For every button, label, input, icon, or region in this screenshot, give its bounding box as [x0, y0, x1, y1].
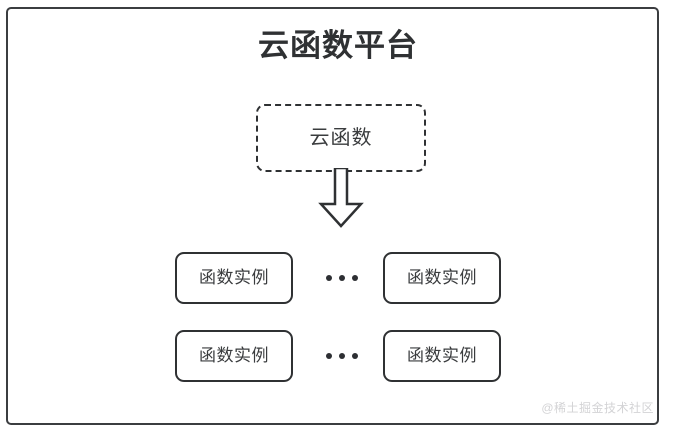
cloud-function-node-label: 云函数 — [309, 127, 373, 149]
watermark: @稀土掘金技术社区 — [541, 401, 654, 415]
function-instance-box: 函数实例 — [175, 252, 293, 304]
cloud-function-node: 云函数 — [256, 104, 426, 172]
function-instance-box: 函数实例 — [175, 330, 293, 382]
function-instance-box: 函数实例 — [383, 252, 501, 304]
ellipsis-icon — [304, 252, 380, 304]
function-instance-label: 函数实例 — [199, 346, 269, 365]
ellipsis-dot — [339, 275, 345, 281]
ellipsis-dot — [352, 275, 358, 281]
ellipsis-dot — [326, 353, 332, 359]
function-instance-label: 函数实例 — [407, 346, 477, 365]
ellipsis-dot — [326, 275, 332, 281]
page-title: 云函数平台 — [258, 28, 418, 63]
function-instance-label: 函数实例 — [199, 268, 269, 287]
instance-row: 函数实例 函数实例 — [0, 252, 676, 304]
ellipsis-dot — [339, 353, 345, 359]
instance-row: 函数实例 函数实例 — [0, 330, 676, 382]
function-instance-label: 函数实例 — [407, 268, 477, 287]
arrow-down-icon — [315, 166, 367, 228]
ellipsis-dot — [352, 353, 358, 359]
ellipsis-icon — [304, 330, 380, 382]
function-instance-box: 函数实例 — [383, 330, 501, 382]
